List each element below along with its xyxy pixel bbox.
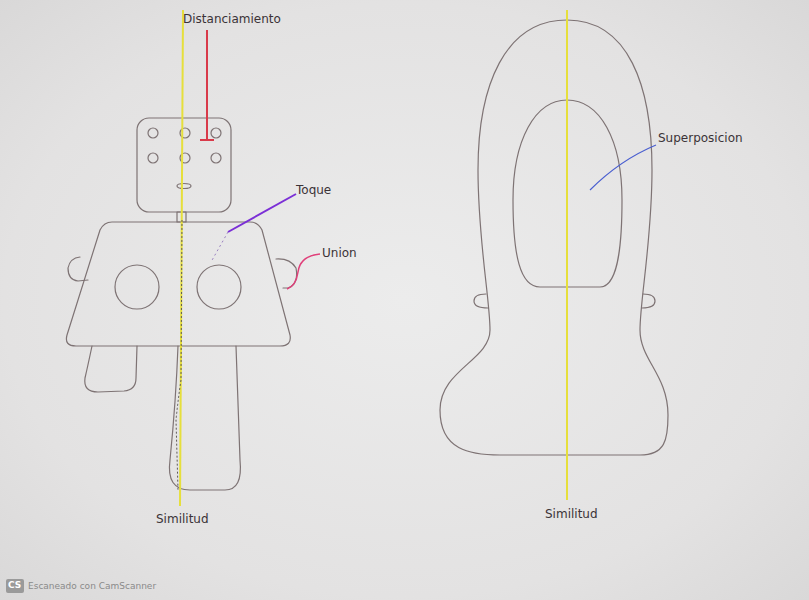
outer-outline	[440, 20, 668, 455]
robot-eye	[148, 128, 158, 138]
robot-eye	[211, 153, 221, 163]
robot-eye	[148, 153, 158, 163]
pencil-trace	[176, 220, 182, 490]
robot-mouth	[177, 184, 191, 189]
leader-line	[287, 254, 320, 289]
leader-line	[211, 232, 228, 262]
annotation-label: Union	[322, 246, 357, 260]
symmetry-axis	[180, 10, 183, 506]
leader-line	[590, 145, 656, 190]
leader-line	[206, 30, 208, 140]
annotation-label: Toque	[296, 183, 331, 197]
watermark-logo	[6, 579, 24, 593]
robot-leg	[85, 346, 137, 392]
distance-marker	[200, 30, 214, 140]
body-circle	[197, 265, 241, 309]
robot-eye	[211, 128, 221, 138]
body-circle	[115, 265, 159, 309]
annotation-label: Similitud	[156, 512, 209, 526]
symmetry-axis	[566, 10, 568, 500]
leader-tick	[200, 139, 214, 141]
annotation-label: Distanciamiento	[183, 12, 281, 26]
watermark-logo-text: CS	[8, 580, 21, 590]
annotation-label: Similitud	[545, 507, 598, 521]
robot-head	[137, 118, 231, 212]
annotation-label: Superposicion	[658, 131, 743, 145]
watermark-text: Escaneado con CamScanner	[28, 581, 156, 591]
robot-body	[66, 222, 290, 346]
side-ear	[474, 294, 488, 308]
side-ear	[642, 294, 655, 308]
keyhole-figure	[440, 20, 668, 455]
robot-arm	[68, 257, 88, 281]
leader-line	[228, 194, 296, 232]
